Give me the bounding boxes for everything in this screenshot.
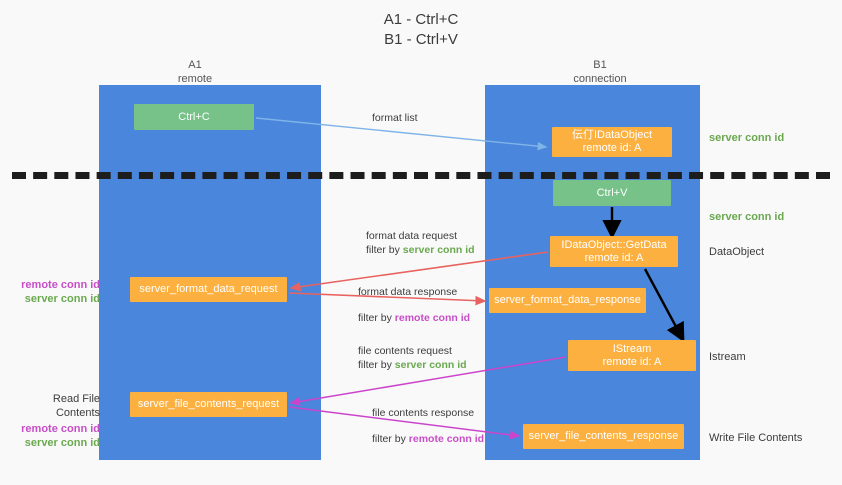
node-idataobject[interactable]: 伝仃IDataObject remote id: A: [552, 127, 672, 157]
node-ctrl-c-label: Ctrl+C: [178, 110, 210, 123]
edge-label-format-data-request: format data request filter by server con…: [366, 229, 475, 257]
annotation-write-file-contents: Write File Contents: [709, 432, 803, 444]
node-ctrl-v-label: Ctrl+V: [596, 186, 628, 199]
file-contents-request-filter-prefix: filter by: [358, 359, 395, 371]
annotation-conn-ids-format: remote conn id server conn id: [8, 278, 100, 306]
edge-label-file-contents-request: file contents request filter by server c…: [358, 344, 467, 372]
node-ctrl-v[interactable]: Ctrl+V: [553, 180, 671, 206]
node-format-data-response-label: server_format_data_response: [494, 294, 641, 306]
format-data-response-line1: format data response: [358, 286, 458, 298]
page-title: A1 - Ctrl+C B1 - Ctrl+V: [0, 10, 842, 50]
edge-label-file-contents-response: file contents response filter by remote …: [372, 406, 484, 446]
node-istream[interactable]: IStream remote id: A: [568, 340, 696, 371]
annotation-remote-conn-id-2: remote conn id: [21, 423, 100, 435]
phase-divider: [12, 172, 830, 179]
edge-label-format-data-response: format data response filter by remote co…: [358, 285, 470, 325]
edge-label-format-list: format list: [372, 111, 418, 125]
node-getdata-line2: remote id: A: [584, 251, 644, 264]
node-ctrl-c[interactable]: Ctrl+C: [134, 104, 254, 130]
annotation-read-file-contents-group: Read File Contents remote conn id server…: [8, 392, 100, 450]
column-a1-role: remote: [177, 73, 213, 85]
node-server-format-data-request[interactable]: server_format_data_request: [130, 277, 287, 302]
annotation-server-conn-id-top: server conn id: [709, 132, 785, 144]
node-istream-line1: IStream: [612, 342, 652, 355]
node-idataobject-getdata[interactable]: IDataObject::GetData remote id: A: [550, 236, 678, 267]
format-data-request-filter-value: server conn id: [402, 244, 475, 256]
file-contents-response-filter-prefix: filter by: [372, 433, 409, 445]
format-data-response-filter-prefix: filter by: [358, 312, 395, 324]
title-line-1: A1 - Ctrl+C: [383, 11, 459, 28]
edge-label-format-list-text: format list: [372, 112, 418, 124]
column-header-b1: B1 connection: [520, 58, 680, 86]
node-idataobject-line1: 伝仃IDataObject: [571, 129, 653, 141]
column-a1-name: A1: [188, 59, 202, 71]
node-istream-line2: remote id: A: [602, 355, 662, 368]
node-getdata-line1: IDataObject::GetData: [561, 238, 667, 251]
file-contents-request-line1: file contents request: [358, 345, 452, 357]
node-server-file-contents-request[interactable]: server_file_contents_request: [130, 392, 287, 417]
column-b1-name: B1: [593, 59, 607, 71]
column-b1-role: connection: [573, 73, 627, 85]
file-contents-request-filter-value: server conn id: [394, 359, 467, 371]
node-server-file-contents-response[interactable]: server_file_contents_response: [523, 424, 684, 449]
annotation-read-file-contents: Read File Contents: [52, 393, 100, 419]
node-idataobject-line2: remote id: A: [582, 142, 642, 154]
annotation-remote-conn-id-1: remote conn id: [21, 279, 100, 291]
annotation-server-conn-id-2: server conn id: [24, 437, 100, 449]
annotation-dataobject: DataObject: [709, 246, 765, 258]
format-data-request-line1: format data request: [366, 230, 458, 242]
file-contents-response-filter-value: remote conn id: [408, 433, 485, 445]
node-format-data-request-label: server_format_data_request: [139, 283, 278, 295]
format-data-request-filter-prefix: filter by: [366, 244, 403, 256]
node-server-format-data-response[interactable]: server_format_data_response: [489, 288, 646, 313]
annotation-server-conn-id-1: server conn id: [24, 293, 100, 305]
node-file-contents-request-label: server_file_contents_request: [137, 398, 280, 410]
format-data-response-filter-value: remote conn id: [394, 312, 471, 324]
title-line-2: B1 - Ctrl+V: [384, 31, 458, 48]
node-file-contents-response-label: server_file_contents_response: [528, 430, 679, 442]
file-contents-response-line1: file contents response: [372, 407, 475, 419]
annotation-server-conn-id-mid: server conn id: [709, 211, 785, 223]
annotation-istream: Istream: [709, 351, 746, 363]
column-header-a1: A1 remote: [120, 58, 270, 86]
